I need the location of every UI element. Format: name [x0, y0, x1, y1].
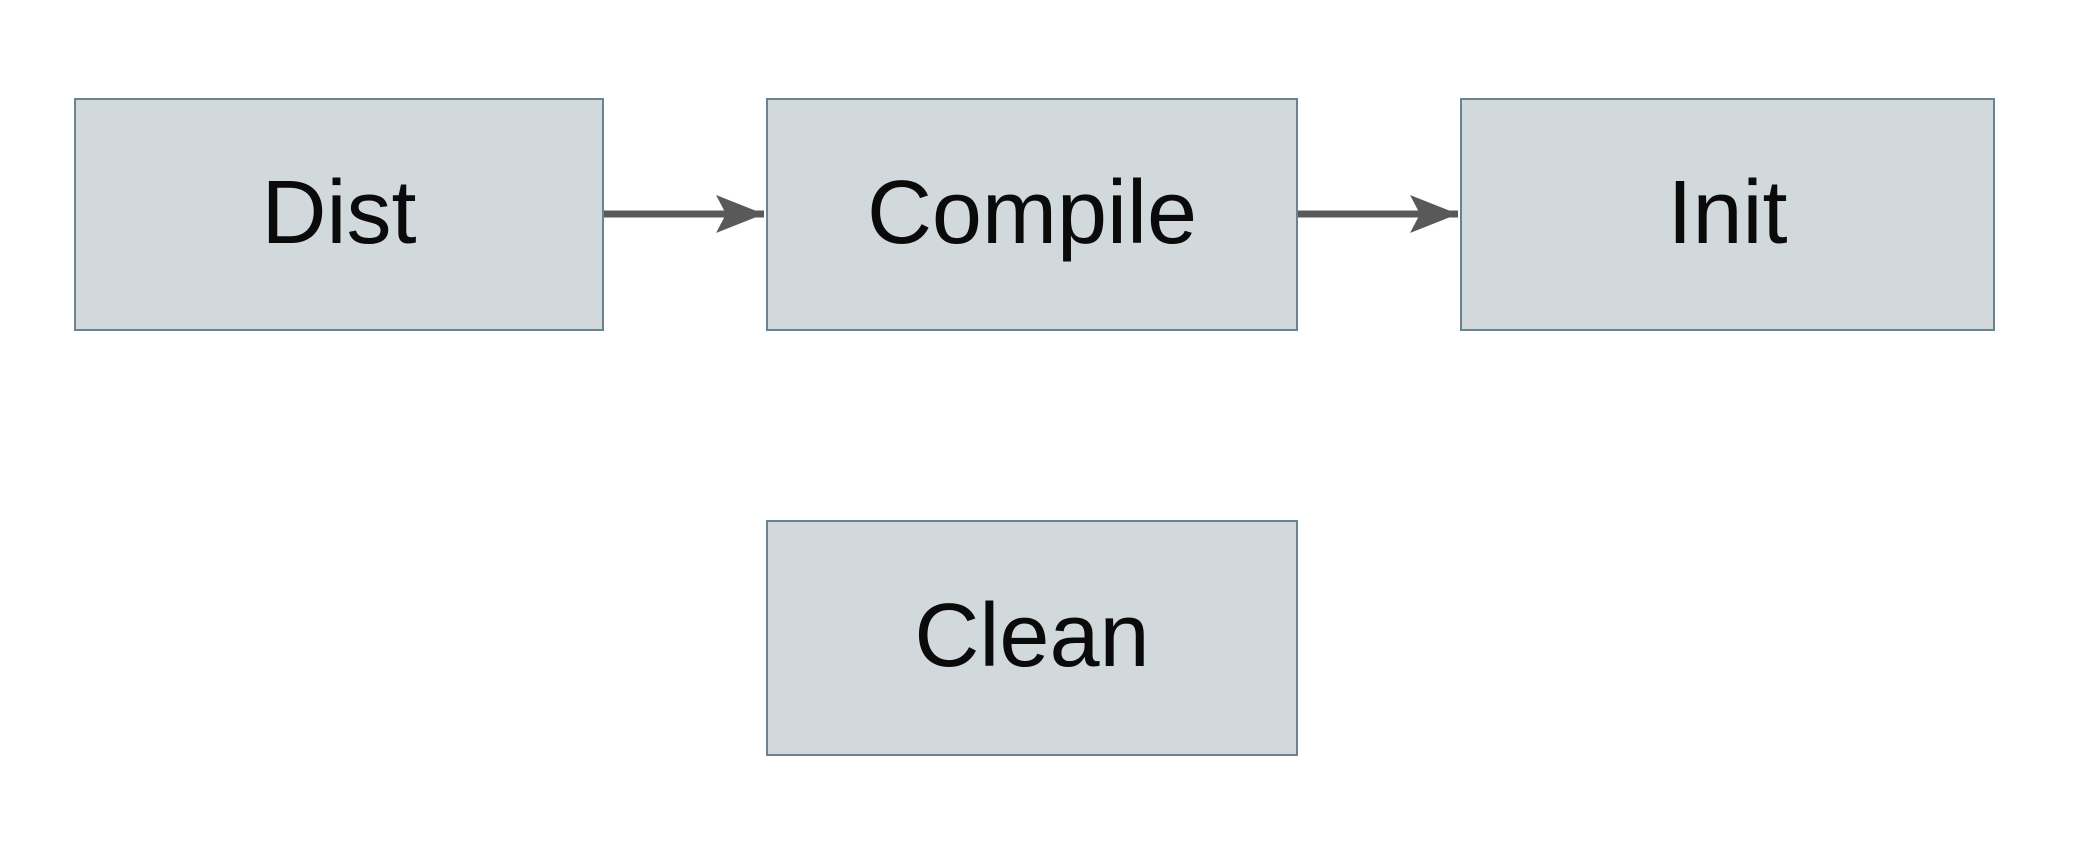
node-compile-label: Compile [866, 162, 1198, 263]
node-dist-label: Dist [261, 162, 417, 263]
node-clean-label: Clean [914, 586, 1150, 686]
node-clean: Clean [766, 520, 1298, 756]
node-init: Init [1460, 98, 1995, 331]
node-compile: Compile [766, 98, 1298, 331]
node-init-label: Init [1667, 162, 1788, 263]
node-dist: Dist [74, 98, 604, 331]
